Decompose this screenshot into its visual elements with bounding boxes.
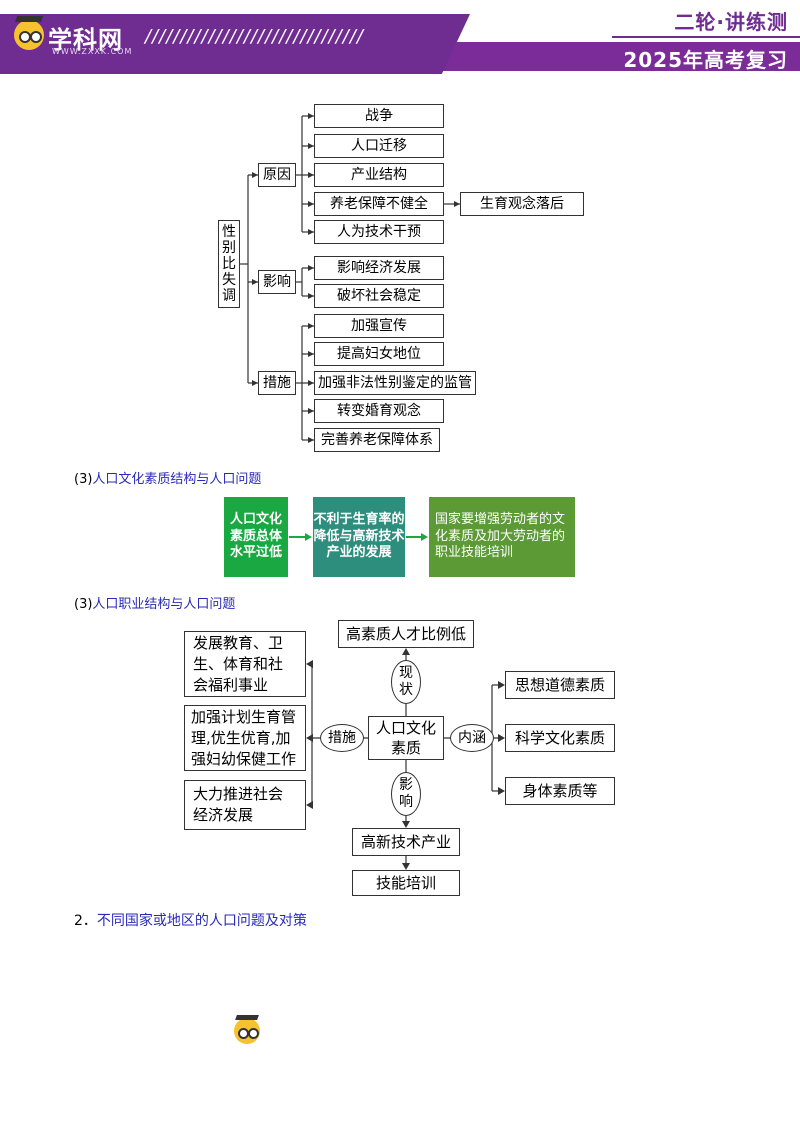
d1-item: 破坏社会稳定	[314, 284, 444, 308]
header-series-title: 二轮·讲练测	[674, 10, 788, 34]
header-white-area	[620, 0, 800, 42]
header-divider	[612, 36, 800, 38]
d2-box-hinders: 不利于生育率的降低与高新技术产业的发展	[313, 497, 405, 577]
d3-right-box: 科学文化素质	[505, 724, 615, 752]
d1-item: 影响经济发展	[314, 256, 444, 280]
section-title-culture: (3)人口文化素质结构与人口问题	[74, 472, 262, 487]
d1-item: 人为技术干预	[314, 220, 444, 244]
d3-left-box: 加强计划生育管理,优生优育,加强妇幼保健工作	[184, 705, 306, 771]
d3-top-box: 高素质人才比例低	[338, 620, 474, 648]
logo-url: WWW.ZXXK.COM	[52, 47, 133, 56]
d1-root-label: 性别比失调	[222, 223, 236, 305]
d3-center-box: 人口文化素质	[368, 716, 444, 760]
d1-branch-measures: 措施	[258, 371, 296, 395]
d2-box-low-quality: 人口文化素质总体水平过低	[224, 497, 288, 577]
d3-right-box: 身体素质等	[505, 777, 615, 805]
header-slashes: ///////////////////////////////	[145, 26, 364, 47]
d3-bottom-box: 技能培训	[352, 870, 460, 896]
mascot-icon	[14, 16, 44, 50]
d1-item: 加强宣传	[314, 314, 444, 338]
d1-item: 完善养老保障体系	[314, 428, 440, 452]
d3-label-connotation: 内涵	[450, 724, 494, 752]
d1-item: 养老保障不健全	[314, 192, 444, 216]
d1-extra-item: 生育观念落后	[460, 192, 584, 216]
header-band	[0, 14, 470, 74]
section-title-occupation: (3)人口职业结构与人口问题	[74, 597, 236, 612]
d1-item: 提高妇女地位	[314, 342, 444, 366]
d1-item: 产业结构	[314, 163, 444, 187]
d3-bottom-box: 高新技术产业	[352, 828, 460, 856]
d3-label-measures: 措施	[320, 724, 364, 752]
section-title-countries: 2．不同国家或地区的人口问题及对策	[74, 913, 307, 929]
d1-item: 人口迁移	[314, 134, 444, 158]
d1-item: 加强非法性别鉴定的监管	[314, 371, 476, 395]
d1-item: 战争	[314, 104, 444, 128]
d3-left-box: 发展教育、卫生、体育和社会福利事业	[184, 631, 306, 697]
footer-mascot-icon	[234, 1015, 260, 1044]
d3-label-status: 现状	[391, 660, 421, 704]
header-year-title: 2025年高考复习	[623, 48, 788, 72]
d3-right-box: 思想道德素质	[505, 671, 615, 699]
d2-box-measures: 国家要增强劳动者的文化素质及加大劳动者的职业技能培训	[429, 497, 575, 577]
d1-branch-cause: 原因	[258, 163, 296, 187]
d3-left-box: 大力推进社会经济发展	[184, 780, 306, 830]
logo-text: 学科网	[48, 26, 123, 54]
d1-branch-impact: 影响	[258, 270, 296, 294]
d1-root-box: 性别比失调	[218, 220, 240, 308]
d3-label-impact: 影响	[391, 772, 421, 816]
d1-item: 转变婚育观念	[314, 399, 444, 423]
